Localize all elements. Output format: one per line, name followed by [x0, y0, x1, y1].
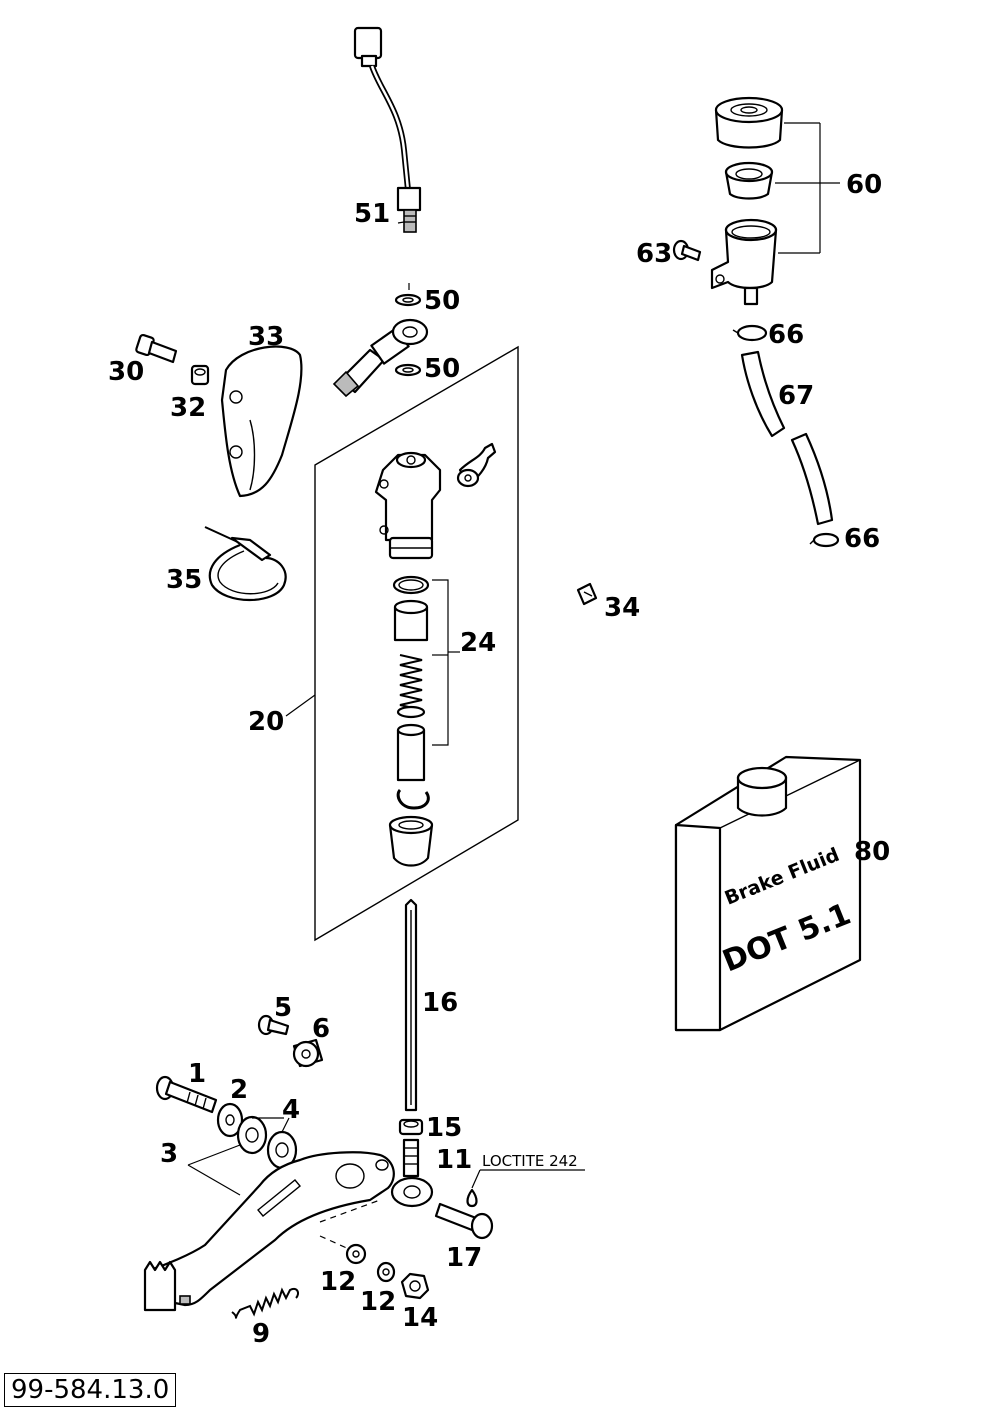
- label-12-b: 12: [360, 1287, 396, 1317]
- part-34-clip: [576, 582, 598, 606]
- label-66-top: 66: [768, 320, 804, 350]
- part-12-washer-b: [376, 1261, 396, 1283]
- label-32: 32: [170, 393, 206, 423]
- label-4: 4: [282, 1095, 300, 1125]
- part-4-bearings: [236, 1115, 298, 1170]
- label-50-top: 50: [424, 286, 460, 316]
- label-11: 11: [436, 1145, 472, 1175]
- part-24-spring: [396, 654, 426, 719]
- label-33: 33: [248, 322, 284, 352]
- part-5-screw: [257, 1014, 290, 1036]
- label-80: 80: [854, 837, 890, 867]
- label-63: 63: [636, 239, 672, 269]
- label-30: 30: [108, 357, 144, 387]
- label-20: 20: [248, 707, 284, 737]
- label-15: 15: [426, 1113, 462, 1143]
- note-loctite: LOCTITE 242: [482, 1152, 578, 1170]
- part-60-reservoir: [710, 96, 840, 306]
- label-12-a: 12: [320, 1267, 356, 1297]
- label-35: 35: [166, 565, 202, 595]
- part-63-screw: [672, 239, 702, 262]
- label-34: 34: [604, 593, 640, 623]
- part-12-washer-a: [345, 1243, 367, 1265]
- part-17-bolt: [434, 1169, 585, 1240]
- part-51-brake-light-switch: [353, 26, 422, 233]
- part-35-cable-tie: [204, 526, 287, 602]
- part-1-pivot-bolt: [155, 1075, 218, 1114]
- label-66-bottom: 66: [844, 524, 880, 554]
- part-66-clamp-top: [732, 324, 768, 342]
- label-17: 17: [446, 1243, 482, 1273]
- part-66-clamp-bottom: [809, 532, 840, 548]
- label-16: 16: [422, 988, 458, 1018]
- part-80-brake-fluid-bottle: Brake Fluid DOT 5.1: [674, 755, 862, 1032]
- part-14-nut: [400, 1272, 430, 1300]
- banjo-fitting: [332, 318, 429, 398]
- label-14: 14: [402, 1303, 438, 1333]
- label-24: 24: [460, 628, 496, 658]
- leader-lines: [397, 221, 410, 290]
- part-11-clevis: [390, 1138, 434, 1208]
- label-3: 3: [160, 1139, 178, 1169]
- part-15-nut: [398, 1118, 424, 1136]
- part-50-washer-bottom: [394, 363, 422, 377]
- label-67: 67: [778, 381, 814, 411]
- label-2: 2: [230, 1075, 248, 1105]
- part-33-cover: [220, 345, 303, 498]
- part-3-brake-pedal: [143, 1144, 395, 1312]
- label-60: 60: [846, 170, 882, 200]
- part-2-washer: [216, 1102, 244, 1138]
- part-67-hose: [740, 350, 834, 526]
- part-50-washer-top: [394, 293, 422, 307]
- part-16-push-rod: [404, 898, 418, 1112]
- document-id: 99-584.13.0: [4, 1373, 177, 1407]
- part-labels: 51 50 50 33 30 32 35 24 20 34 60 63 66 6…: [108, 170, 890, 1349]
- label-9: 9: [252, 1319, 270, 1349]
- part-32-nut: [190, 364, 210, 386]
- label-50-bottom: 50: [424, 354, 460, 384]
- part-6-spacer: [292, 1038, 324, 1068]
- label-51: 51: [354, 199, 390, 229]
- label-1: 1: [188, 1059, 206, 1089]
- label-6: 6: [312, 1014, 330, 1044]
- part-20-master-cylinder-group: [285, 345, 519, 942]
- label-5: 5: [274, 993, 292, 1023]
- part-9-return-spring: [231, 1287, 299, 1319]
- part-30-bolt: [135, 333, 178, 364]
